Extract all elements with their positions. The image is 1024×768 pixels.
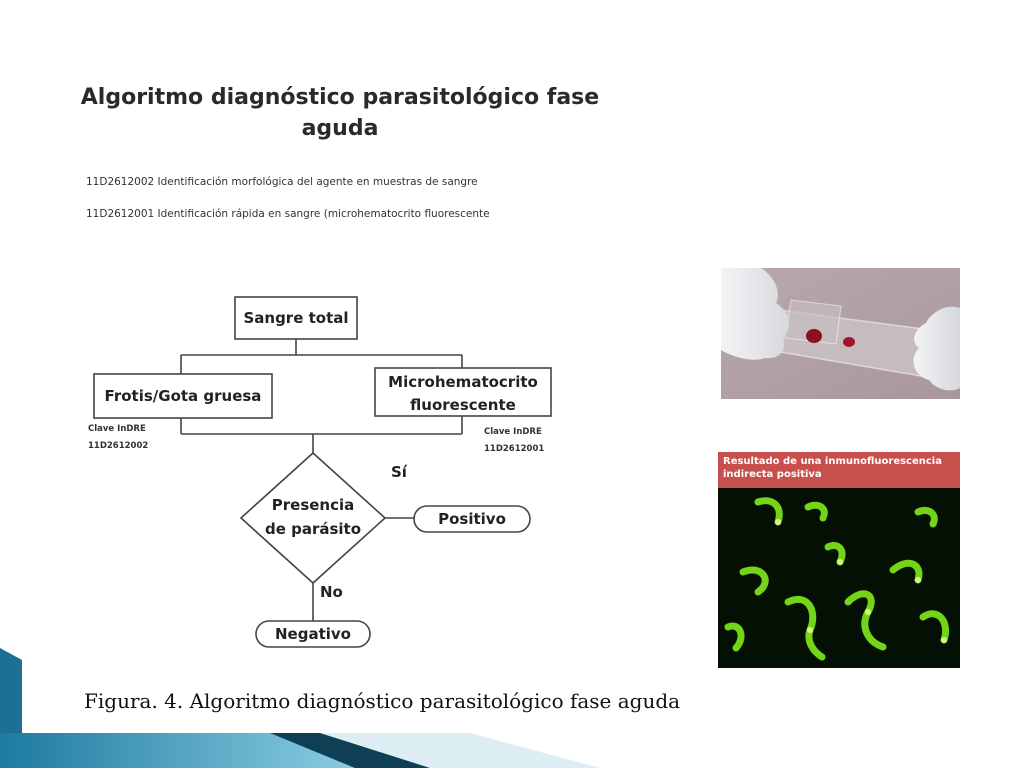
microhematocrito-box — [374, 367, 552, 417]
code-line-2: 11D2612001 Identificación rápida en sang… — [86, 208, 490, 220]
no-label: No — [320, 583, 343, 601]
immunofluorescence-caption: Resultado de una inmunofluorescencia ind… — [718, 452, 960, 488]
frotis-label: Frotis/Gota gruesa — [105, 387, 262, 405]
code-line-1: 11D2612002 Identificación morfológica de… — [86, 176, 478, 188]
negativo-label: Negativo — [275, 625, 351, 643]
right-clave-label: Clave InDRE — [484, 427, 542, 437]
positivo-oval — [413, 505, 531, 533]
left-clave-code: 11D2612002 — [88, 441, 148, 451]
decision-diamond — [239, 451, 387, 585]
microhematocrito-label-1: Microhematocrito — [388, 373, 538, 391]
figure-title: Algoritmo diagnóstico parasitológico fas… — [80, 85, 600, 141]
blood-slide-photo — [721, 268, 960, 399]
decision-label-1: Presencia — [272, 496, 355, 514]
frotis-box — [93, 373, 273, 419]
yes-label: Sí — [391, 463, 408, 481]
negativo-oval — [255, 620, 371, 648]
decision-label-2: de parásito — [265, 520, 361, 538]
microhematocrito-label-2: fluorescente — [410, 396, 516, 414]
immunofluorescence-photo: Resultado de una inmunofluorescencia ind… — [718, 452, 960, 668]
right-clave-code: 11D2612001 — [484, 444, 544, 454]
positivo-label: Positivo — [438, 510, 506, 528]
start-label: Sangre total — [243, 309, 348, 327]
figure-caption: Figura. 4. Algoritmo diagnóstico parasit… — [84, 689, 681, 713]
left-clave-label: Clave InDRE — [88, 424, 146, 434]
